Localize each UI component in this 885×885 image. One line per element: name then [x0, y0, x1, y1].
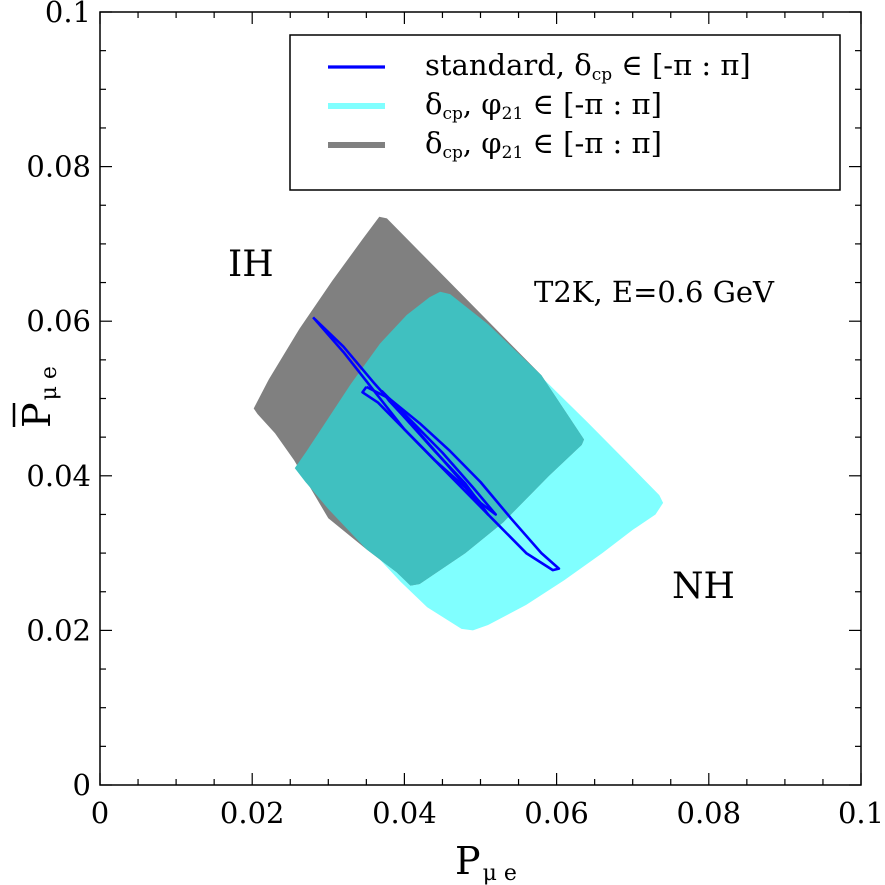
y-tick-label: 0	[73, 768, 91, 802]
x-tick-label: 0.04	[372, 796, 437, 830]
y-tick-label: 0.06	[26, 304, 91, 338]
legend-item: standard, δcp ∈ [-π : π]	[328, 48, 751, 85]
legend-label: δcp, φ21 ∈ [-π : π]	[425, 126, 662, 163]
legend-label: standard, δcp ∈ [-π : π]	[425, 48, 751, 85]
x-tick-label: 0	[91, 796, 109, 830]
svg-text:Pμ e: Pμ e	[455, 839, 517, 885]
x-tick-label: 0.06	[524, 796, 589, 830]
y-tick-label: 0.08	[26, 150, 91, 184]
x-axis-label-sub: μ e	[483, 861, 517, 885]
x-axis-label: Pμ e	[455, 839, 517, 885]
tick-labels-layer: 0 0.02 0.04 0.06 0.08 0.1 0 0.02 0.04 0.06 0.08 0.1	[26, 0, 884, 830]
ticks-layer	[99, 11, 862, 786]
y-tick-label: 0.02	[26, 613, 91, 647]
svg-text:Pμ e: Pμ e	[15, 366, 62, 428]
legend-item: δcp, φ21 ∈ [-π : π]	[328, 126, 662, 163]
annotation-ih: IH	[228, 244, 274, 285]
y-tick-label: 0.1	[45, 0, 91, 29]
y-axis-label-main: P	[15, 402, 59, 428]
curve-4	[361, 385, 561, 572]
y-tick-label: 0.04	[26, 459, 91, 493]
x-axis-label-main: P	[455, 839, 481, 883]
legend-label: δcp, φ21 ∈ [-π : π]	[425, 87, 662, 124]
legend-box	[289, 34, 841, 191]
annotation-experiment: T2K, E=0.6 GeV	[534, 275, 775, 309]
x-tick-label: 0.1	[838, 796, 884, 830]
y-axis-label: Pμ e	[12, 366, 62, 428]
regions-layer	[253, 216, 664, 631]
x-tick-label: 0.08	[677, 796, 742, 830]
curves-layer	[312, 316, 561, 572]
region-overlap-2	[294, 291, 584, 586]
curve-5	[380, 389, 498, 516]
x-tick-label: 0.02	[220, 796, 285, 830]
legend: standard, δcp ∈ [-π : π]δcp, φ21 ∈ [-π :…	[289, 34, 841, 191]
y-axis-label-sub: μ e	[37, 366, 62, 400]
annotation-nh: NH	[672, 566, 735, 607]
legend-item: δcp, φ21 ∈ [-π : π]	[328, 87, 662, 124]
